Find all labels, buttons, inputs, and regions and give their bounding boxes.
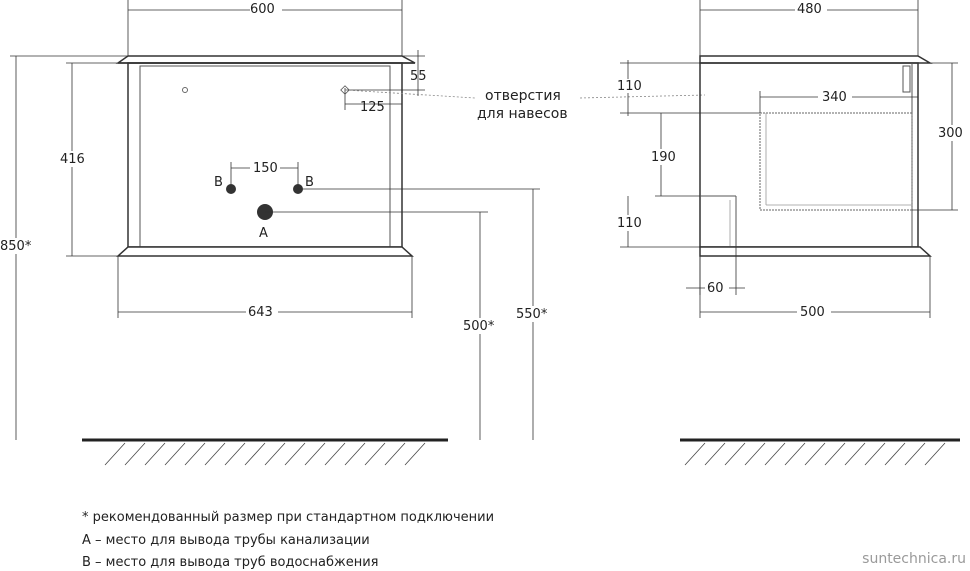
- front-countertop: [115, 55, 416, 64]
- front-view: B B A 600 643 850* 416 55 125: [0, 0, 555, 466]
- callout-line2: для навесов: [477, 106, 568, 122]
- side-cabinet-body: [699, 62, 919, 248]
- side-handle: [902, 65, 911, 93]
- side-plinth: [699, 246, 932, 257]
- dim-side-500: 500: [800, 305, 825, 320]
- dim-110-bottom: 110: [617, 216, 642, 231]
- label-b-right: B: [305, 175, 314, 190]
- hanging-hole: [182, 87, 188, 93]
- watermark: suntechnica.ru: [862, 551, 966, 567]
- dim-190: 190: [651, 150, 676, 165]
- legend-a: А – место для вывода трубы канализации: [82, 533, 370, 548]
- dim-55: 55: [410, 69, 427, 84]
- dim-500: 500*: [463, 319, 495, 334]
- hanging-holes-callout: отверстия для навесов: [344, 88, 706, 122]
- dim-110-top: 110: [617, 79, 642, 94]
- dim-300: 300: [938, 126, 963, 141]
- side-view: 480 500 110 190 110 340 300: [616, 0, 970, 466]
- dim-416: 416: [60, 152, 85, 167]
- dim-480: 480: [797, 2, 822, 17]
- dim-60: 60: [707, 281, 724, 296]
- legend-b: В – место для вывода труб водоснабжения: [82, 555, 379, 570]
- dim-850: 850*: [0, 239, 32, 254]
- label-a: A: [259, 226, 268, 241]
- dim-125: 125: [360, 100, 385, 115]
- dim-340: 340: [822, 90, 847, 105]
- dim-643: 643: [248, 305, 273, 320]
- dim-550: 550*: [516, 307, 548, 322]
- front-plinth: [116, 246, 414, 257]
- side-drawer: [759, 112, 913, 211]
- dim-600: 600: [250, 2, 275, 17]
- legend-recommended: * рекомендованный размер при стандартном…: [82, 510, 495, 525]
- label-b-left: B: [214, 175, 223, 190]
- dim-150: 150: [253, 161, 278, 176]
- callout-line1: отверстия: [485, 88, 561, 104]
- side-countertop: [699, 55, 933, 64]
